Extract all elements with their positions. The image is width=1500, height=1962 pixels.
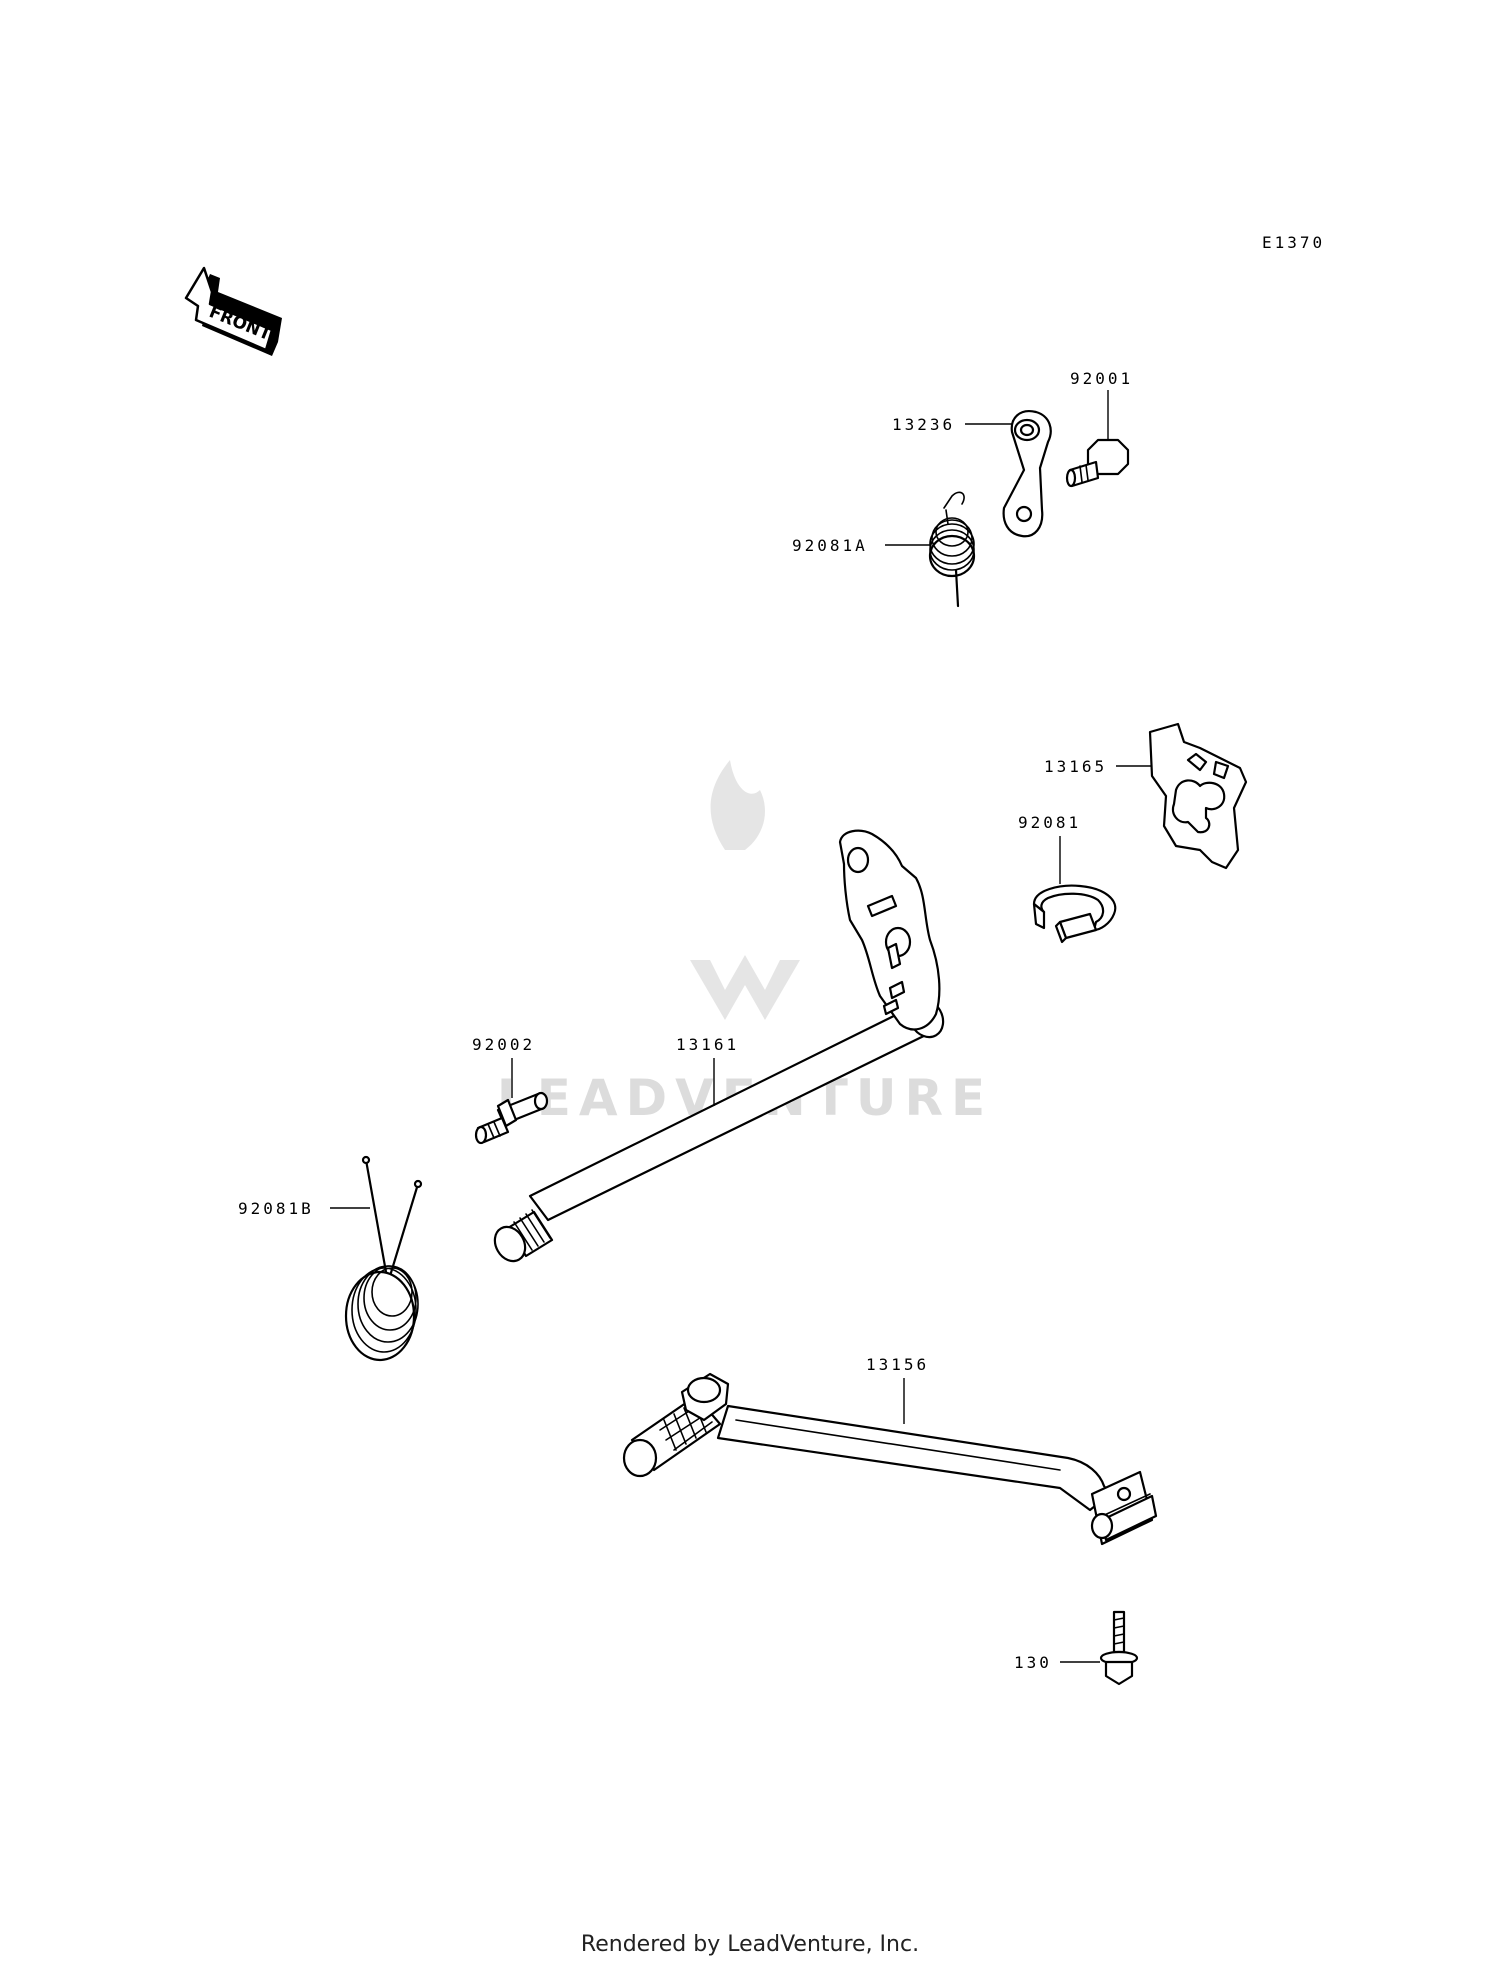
- part-92001-bolt: 92001: [1065, 369, 1133, 488]
- callout-13161: 13161: [676, 1035, 739, 1054]
- callout-92002: 92002: [472, 1035, 535, 1054]
- callout-92081A: 92081A: [792, 536, 868, 555]
- front-arrow-icon: FRONT: [184, 266, 282, 356]
- part-92002-stud: 92002: [472, 1035, 549, 1145]
- part-130-bolt: 130: [1014, 1610, 1139, 1686]
- diagram-code: E1370: [1262, 233, 1325, 252]
- part-13165-plate: 13165: [1044, 722, 1248, 870]
- callout-92081: 92081: [1018, 813, 1081, 832]
- callout-13236: 13236: [892, 415, 955, 434]
- part-92081-clip: 92081: [1018, 813, 1117, 944]
- render-credit: Rendered by LeadVenture, Inc.: [580, 1932, 920, 1957]
- part-13161-shift-shaft: 13161: [493, 829, 945, 1263]
- part-13236-arm: 13236: [892, 410, 1052, 538]
- part-13156-shift-pedal: 13156: [622, 1355, 1158, 1546]
- callout-130: 130: [1014, 1653, 1052, 1672]
- callout-92001: 92001: [1070, 369, 1133, 388]
- part-92081B-spring: 92081B: [238, 1155, 423, 1362]
- callout-92081B: 92081B: [238, 1199, 314, 1218]
- callout-13165: 13165: [1044, 757, 1107, 776]
- part-92081A-spring: 92081A: [792, 491, 976, 608]
- callout-13156: 13156: [866, 1355, 929, 1374]
